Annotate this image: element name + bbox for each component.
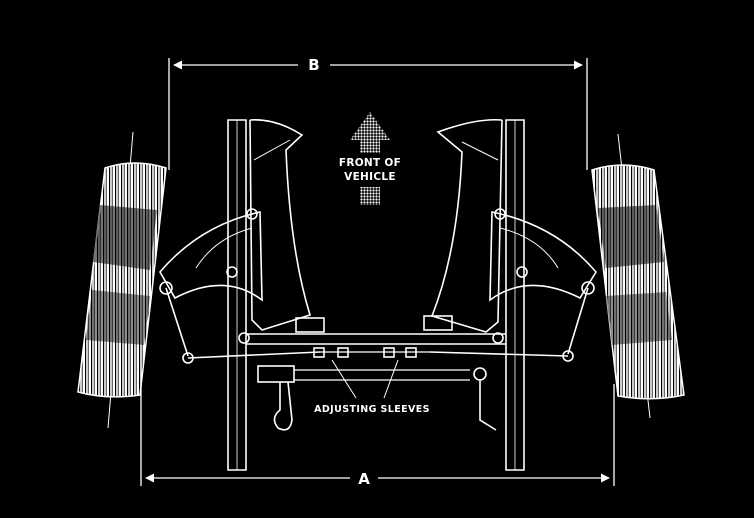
left-adjusting-sleeve — [313, 347, 325, 358]
right-ball-joint — [581, 281, 595, 295]
left-upper-control-arm — [159, 211, 263, 302]
steering-gear-box — [257, 365, 295, 383]
adjusting-sleeves-label: ADJUSTING SLEEVES — [314, 404, 430, 415]
dimension-a-label: A — [358, 470, 370, 488]
dimension-a — [140, 384, 615, 486]
right-steering-knuckle — [567, 287, 589, 355]
left-tire-shade — [93, 205, 157, 270]
left-tire — [77, 162, 167, 398]
left-ball-joint — [159, 281, 173, 295]
right-arm-bushing — [516, 266, 528, 278]
pitman-arm — [273, 381, 293, 431]
right-tower-brace — [461, 141, 499, 161]
left-arm-pivot-top — [246, 208, 258, 220]
right-arm-pivot-bottom — [492, 332, 504, 344]
right-crossmember-bracket — [423, 315, 453, 331]
dimension-b — [168, 58, 588, 170]
front-label-line1: FRONT OF — [339, 157, 401, 169]
right-spring-tower — [430, 118, 503, 333]
left-wheel — [77, 131, 167, 429]
right-tire-shade — [598, 205, 664, 268]
left-arm-pivot-bottom — [238, 332, 250, 344]
idler-arm-pivot — [473, 367, 487, 381]
left-suspension — [159, 118, 325, 471]
left-crossmember-bracket — [295, 317, 325, 333]
right-suspension — [423, 118, 597, 471]
front-arrow — [350, 112, 390, 205]
left-tower-brace — [253, 139, 291, 161]
steering-linkage — [187, 333, 569, 431]
dimension-b-label: B — [308, 56, 319, 74]
left-arm-inner-curve — [195, 227, 253, 269]
front-label-line2: VEHICLE — [344, 171, 396, 183]
right-sleeve-clamp — [405, 347, 417, 358]
left-steering-knuckle — [165, 287, 189, 357]
sleeve-leader-left — [331, 359, 357, 399]
tie-rods — [187, 351, 569, 359]
crossmember — [246, 333, 506, 345]
left-sleeve-clamp — [337, 347, 349, 358]
left-arm-bushing — [226, 266, 238, 278]
right-arm-inner-curve — [499, 227, 559, 269]
right-upper-control-arm — [489, 211, 597, 302]
right-frame-rail — [505, 119, 525, 471]
right-adjusting-sleeve — [383, 347, 395, 358]
sleeve-leader-right — [383, 359, 399, 399]
right-tire — [591, 164, 685, 400]
right-wheel — [591, 133, 685, 419]
front-arrow-head — [350, 112, 390, 153]
left-frame-rail — [227, 119, 247, 471]
front-arrow-tail — [360, 187, 380, 205]
right-arm-pivot-top — [494, 208, 506, 220]
idler-arm-bracket — [479, 380, 497, 431]
left-spring-tower — [249, 118, 311, 331]
right-tire-shade-lower — [606, 292, 672, 345]
left-tire-shade-lower — [86, 290, 150, 345]
